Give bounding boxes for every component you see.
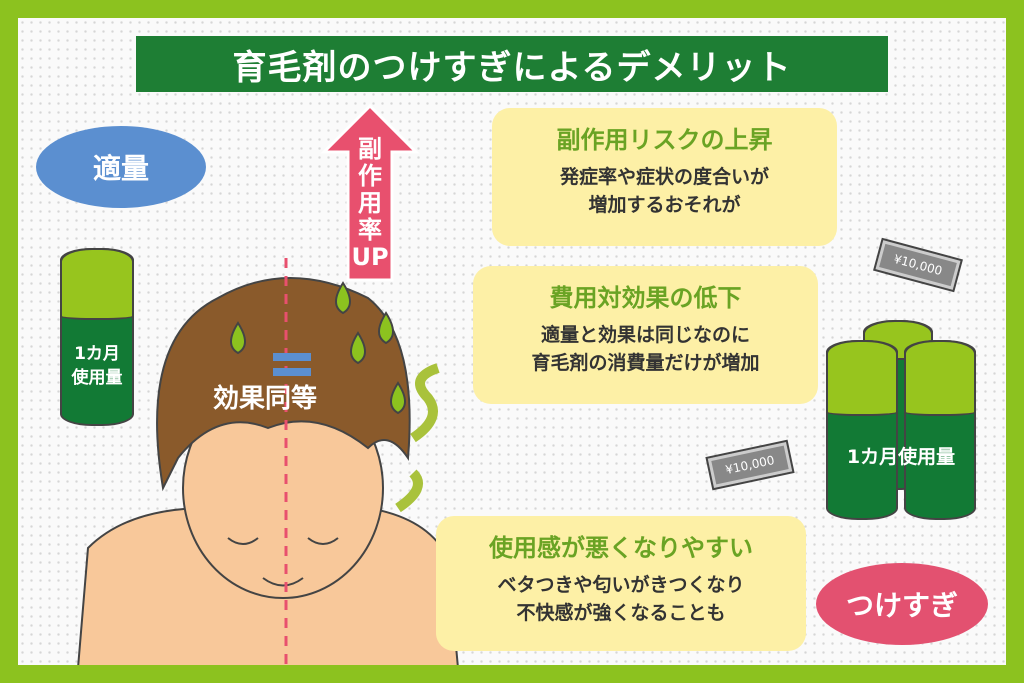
flying-money: ¥10,000 (873, 236, 963, 294)
side-effect-bubble: 副作用リスクの上昇 発症率や症状の度合いが増加するおそれが (492, 108, 837, 246)
excess-amount-badge: つけすぎ (816, 563, 988, 645)
bubble-text: 増加するおそれが (588, 194, 741, 216)
bubble-heading: 副作用リスクの上昇 (556, 126, 773, 154)
man-illustration (77, 258, 459, 665)
bottle-label: 1カ月 (74, 344, 120, 364)
arrow-up-icon (320, 104, 420, 282)
bubble-heading: 費用対効果の低下 (549, 284, 742, 312)
page-title: 育毛剤のつけすぎによるデメリット (136, 36, 888, 92)
bubble-heading: 使用感が悪くなりやすい (489, 534, 753, 562)
bubble-text: 育毛剤の消費量だけが増加 (531, 352, 760, 374)
bubble-text: 発症率や症状の度合いが (559, 166, 769, 188)
flying-money: ¥10,000 (705, 438, 795, 492)
cost-effect-bubble: 費用対効果の低下 適量と効果は同じなのに育毛剤の消費量だけが増加 (473, 266, 818, 404)
bottle-label: 使用量 (71, 368, 123, 388)
proper-amount-badge: 適量 (36, 126, 206, 208)
bubble-text: 不快感が強くなることも (516, 602, 726, 624)
proper-bottle: 1カ月 使用量 (60, 248, 134, 426)
side-effect-up-label: 副作用率UP (351, 135, 389, 271)
excess-bottle (904, 340, 976, 520)
bottle-label: 1カ月使用量 (846, 446, 956, 468)
excess-bottle (826, 340, 898, 520)
bubble-text: 適量と効果は同じなのに (540, 324, 750, 346)
usage-feel-bubble: 使用感が悪くなりやすい ベタつきや匂いがきつくなり不快感が強くなることも (436, 516, 806, 651)
infographic: 育毛剤のつけすぎによるデメリット 適量 つけすぎ 副作用率UP 1カ月 使用量 … (18, 18, 1006, 665)
bubble-text: ベタつきや匂いがきつくなり (497, 574, 745, 596)
equal-effect-label: 効果同等 (213, 384, 318, 414)
